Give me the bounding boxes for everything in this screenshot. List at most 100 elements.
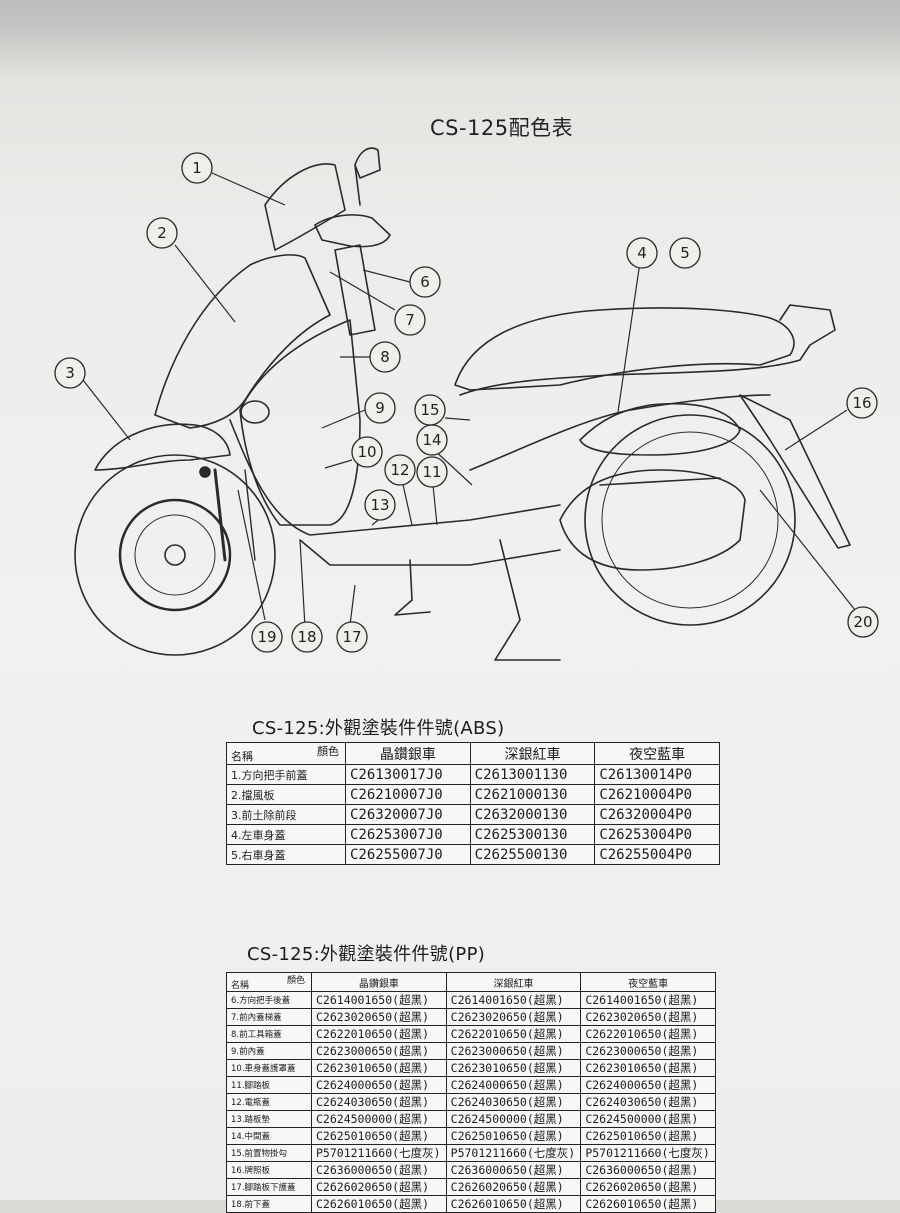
callout-19: 19 xyxy=(251,621,283,653)
part-number: C26253007J0 xyxy=(345,824,471,845)
abs-col-header: 夜空藍車 xyxy=(594,742,720,765)
part-number: C2636000650(超黑) xyxy=(311,1161,447,1179)
abs-section-title: CS-125:外觀塗裝件件號(ABS) xyxy=(252,718,505,739)
callout-16: 16 xyxy=(846,387,878,419)
part-number: C2614001650(超黑) xyxy=(580,991,716,1009)
table-row: 5.右車身蓋 C26255007J0 C2625500130 C26255004… xyxy=(226,844,720,865)
corner-name-label: 名稱 xyxy=(231,750,253,763)
part-number: C2626020650(超黑) xyxy=(311,1178,447,1196)
part-number: C26210007J0 xyxy=(345,784,471,805)
svg-text:17: 17 xyxy=(342,628,361,646)
part-number: C2623000650(超黑) xyxy=(445,1042,582,1060)
part-number: C2613001130 xyxy=(469,764,596,785)
table-row: 2.擋風板 C26210007J0 C2621000130 C26210004P… xyxy=(226,784,720,805)
part-name: 18.前下蓋 xyxy=(226,1195,312,1213)
part-number: C2622010650(超黑) xyxy=(311,1025,447,1043)
part-number: C2624000650(超黑) xyxy=(445,1076,582,1094)
callout-15: 15 xyxy=(414,394,446,426)
part-number: C26253004P0 xyxy=(594,824,720,845)
svg-text:13: 13 xyxy=(370,496,389,514)
part-number: C2624500000(超黑) xyxy=(311,1110,447,1128)
part-name: 4.左車身蓋 xyxy=(226,824,346,845)
part-name: 17.腳踏板下護蓋 xyxy=(226,1178,312,1196)
svg-text:14: 14 xyxy=(422,431,441,449)
callout-3: 3 xyxy=(54,357,86,389)
callout-2: 2 xyxy=(146,217,178,249)
svg-text:18: 18 xyxy=(297,628,316,646)
part-number: P5701211660(七度灰) xyxy=(580,1144,716,1162)
svg-text:6: 6 xyxy=(420,273,430,291)
callout-9: 9 xyxy=(364,392,396,424)
part-name: 1.方向把手前蓋 xyxy=(226,764,346,785)
callout-20: 20 xyxy=(847,606,879,638)
abs-col-header: 晶鑽銀車 xyxy=(345,742,471,765)
part-number: C2614001650(超黑) xyxy=(445,991,582,1009)
part-number: C2626010650(超黑) xyxy=(311,1195,447,1213)
part-number: C26255007J0 xyxy=(345,844,471,865)
page-title: CS-125配色表 xyxy=(430,116,574,140)
part-name: 9.前內蓋 xyxy=(226,1042,312,1060)
pp-col-header: 夜空藍車 xyxy=(580,972,716,992)
part-number: C2624000650(超黑) xyxy=(311,1076,447,1094)
part-number: C2626020650(超黑) xyxy=(580,1178,716,1196)
part-number: C2625010650(超黑) xyxy=(580,1127,716,1145)
abs-parts-table: 名稱 顏色 晶鑽銀車 深銀紅車 夜空藍車 1.方向把手前蓋 C26130017J… xyxy=(226,742,720,865)
part-name: 11.腳踏板 xyxy=(226,1076,312,1094)
corner-name-label: 名稱 xyxy=(231,981,250,991)
part-number: C2625010650(超黑) xyxy=(445,1127,582,1145)
part-name: 2.擋風板 xyxy=(226,784,346,805)
part-name: 10.車身蓋護罩蓋 xyxy=(226,1059,312,1077)
abs-header-row: 名稱 顏色 晶鑽銀車 深銀紅車 夜空藍車 xyxy=(226,742,720,765)
part-number: C2622010650(超黑) xyxy=(445,1025,582,1043)
part-number: C2624000650(超黑) xyxy=(580,1076,716,1094)
svg-text:1: 1 xyxy=(192,159,202,177)
part-name: 5.右車身蓋 xyxy=(226,844,346,865)
part-number: P5701211660(七度灰) xyxy=(445,1144,582,1162)
callout-14: 14 xyxy=(416,424,448,456)
part-name: 8.前工具箱蓋 xyxy=(226,1025,312,1043)
table-row: 1.方向把手前蓋 C26130017J0 C2613001130 C261300… xyxy=(226,764,720,785)
part-number: C2624030650(超黑) xyxy=(445,1093,582,1111)
part-name: 7.前內蓋梯蓋 xyxy=(226,1008,312,1026)
pp-col-header: 深銀紅車 xyxy=(445,972,582,992)
part-number: C2621000130 xyxy=(469,784,596,805)
pp-col-header: 晶鑽銀車 xyxy=(311,972,447,992)
pp-header-row: 名稱 顏色 晶鑽銀車 深銀紅車 夜空藍車 xyxy=(226,972,716,992)
table-row: 15.前置物掛勾 P5701211660(七度灰)P5701211660(七度灰)… xyxy=(226,1144,716,1162)
part-number: C2623020650(超黑) xyxy=(580,1008,716,1026)
part-number: C2625300130 xyxy=(469,824,596,845)
part-number: C2626010650(超黑) xyxy=(445,1195,582,1213)
part-number: C2636000650(超黑) xyxy=(445,1161,582,1179)
callout-12: 12 xyxy=(384,454,416,486)
part-number: C2624030650(超黑) xyxy=(580,1093,716,1111)
table-row: 3.前土除前段 C26320007J0 C2632000130 C2632000… xyxy=(226,804,720,825)
part-name: 12.電瓶蓋 xyxy=(226,1093,312,1111)
corner-color-label: 顏色 xyxy=(317,745,339,758)
part-number: C2623010650(超黑) xyxy=(311,1059,447,1077)
corner-color-label: 顏色 xyxy=(286,976,305,986)
part-name: 14.中間蓋 xyxy=(226,1127,312,1145)
part-number: C2624500000(超黑) xyxy=(580,1110,716,1128)
svg-text:11: 11 xyxy=(422,463,441,481)
part-name: 15.前置物掛勾 xyxy=(226,1144,312,1162)
callout-5: 5 xyxy=(669,237,701,269)
part-number: C2623010650(超黑) xyxy=(445,1059,582,1077)
part-number: C2626020650(超黑) xyxy=(445,1178,582,1196)
part-number: C26130017J0 xyxy=(345,764,471,785)
page-shadow xyxy=(0,0,900,80)
part-number: C2623000650(超黑) xyxy=(580,1042,716,1060)
svg-text:2: 2 xyxy=(157,224,167,242)
part-name: 3.前土除前段 xyxy=(226,804,346,825)
svg-text:16: 16 xyxy=(852,394,871,412)
part-number: C26130014P0 xyxy=(594,764,720,785)
part-number: C2624030650(超黑) xyxy=(311,1093,447,1111)
